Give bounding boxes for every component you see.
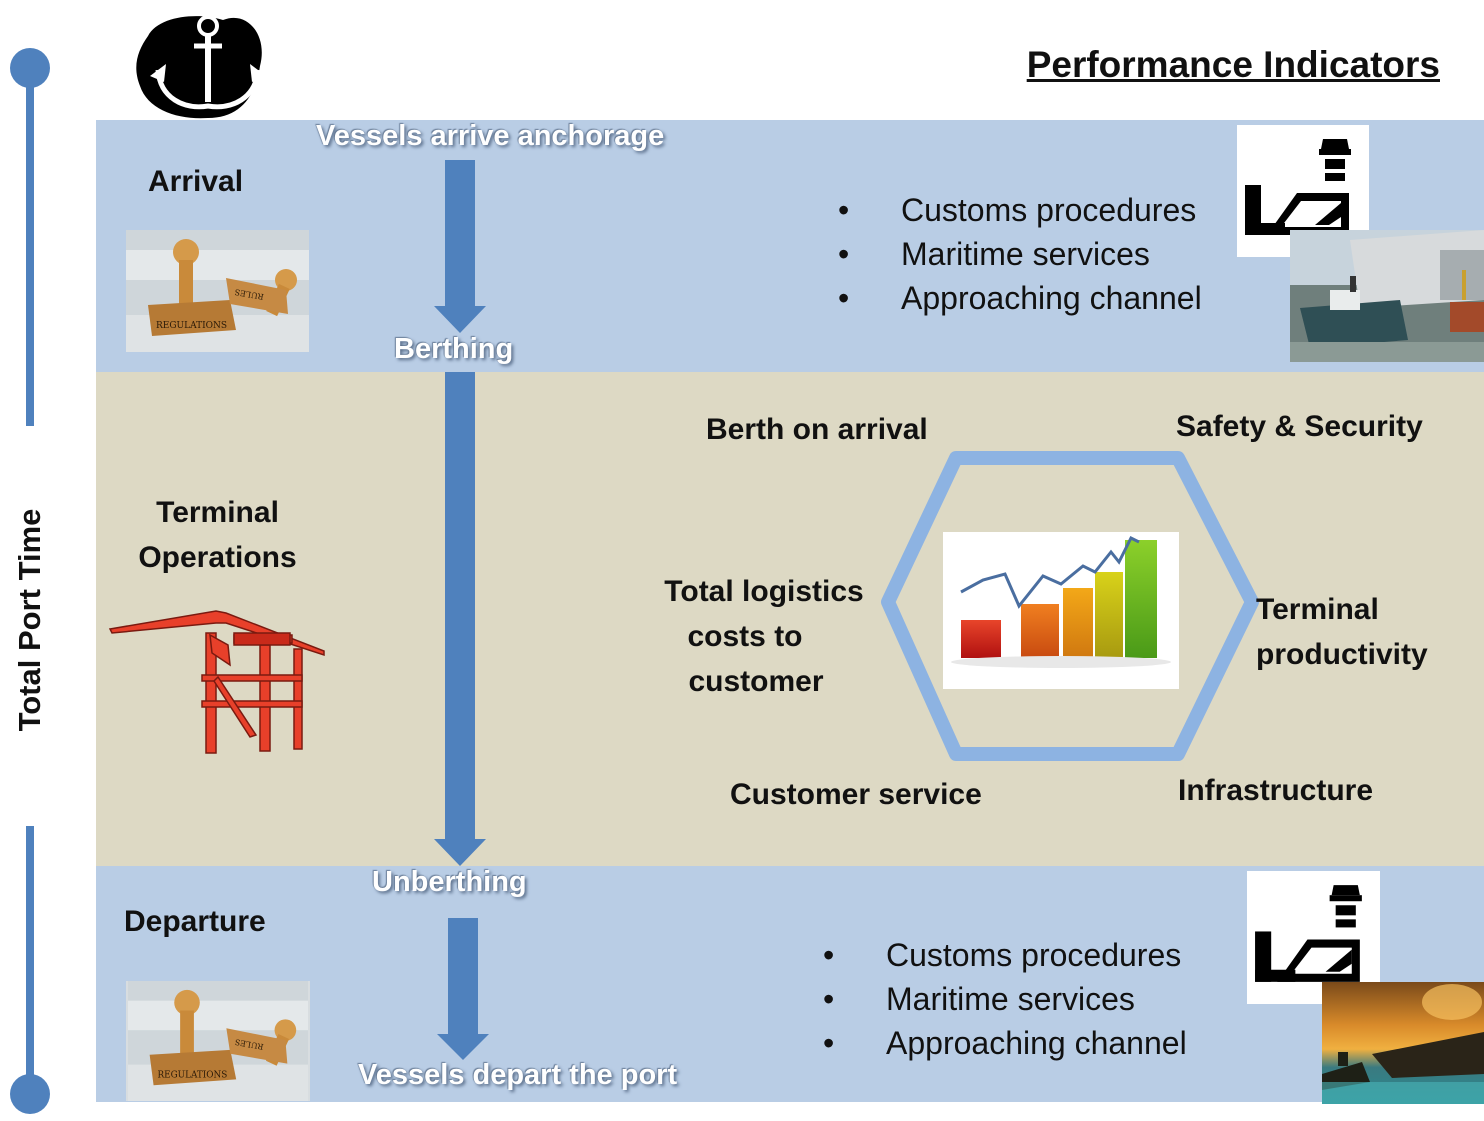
list-item: •Customs procedures	[838, 192, 1197, 228]
departure-label: Departure	[124, 905, 266, 938]
svg-text:REGULATIONS: REGULATIONS	[158, 1070, 228, 1080]
arrive-anchorage-label: Vessels arrive anchorage	[316, 120, 665, 152]
list-item: •Maritime services	[838, 236, 1150, 272]
list-item: •Maritime services	[823, 981, 1135, 1017]
terminal-label: Terminal Operations	[138, 496, 297, 574]
anchor-icon	[128, 6, 268, 122]
indicator-berth-on-arrival: Berth on arrival	[706, 413, 928, 446]
arrival-arrow	[434, 160, 486, 333]
stamps-icon: REGULATIONS RULES	[126, 230, 309, 352]
customs-officer-icon	[1247, 871, 1380, 1004]
list-item: •Approaching channel	[838, 280, 1202, 316]
arrival-label: Arrival	[148, 165, 244, 198]
timeline-line	[10, 48, 50, 1114]
timeline: Total Port Time	[0, 0, 60, 1116]
sunset-ship-photo	[1322, 982, 1484, 1104]
terminal-band	[96, 372, 1484, 866]
unberthing-label: Unberthing	[372, 866, 527, 898]
departure-bullets: •Customs procedures •Maritime services •…	[823, 933, 1187, 1065]
indicator-customer-service: Customer service	[730, 778, 982, 811]
arrival-bullets: •Customs procedures •Maritime services •…	[838, 188, 1202, 320]
ship-photo	[1290, 230, 1484, 362]
page-title: Performance Indicators	[1026, 44, 1440, 85]
terminal-arrow	[434, 372, 486, 866]
list-item: •Customs procedures	[823, 937, 1182, 973]
stamps-icon: REGULATIONS RULES	[126, 981, 310, 1101]
departure-arrow	[437, 918, 489, 1060]
berthing-label: Berthing	[394, 333, 514, 365]
indicator-hexagon	[881, 451, 1259, 761]
indicator-safety-security: Safety & Security	[1176, 410, 1423, 443]
indicator-infrastructure: Infrastructure	[1178, 774, 1374, 807]
indicator-terminal-productivity: Terminal productivity	[1256, 593, 1428, 671]
crane-icon	[106, 605, 330, 755]
depart-port-label: Vessels depart the port	[358, 1059, 678, 1091]
stamp-text: REGULATIONS	[156, 321, 227, 331]
list-item: •Approaching channel	[823, 1025, 1187, 1061]
indicator-total-logistics: Total logistics costs to customer	[664, 575, 864, 698]
growth-chart-icon	[943, 532, 1179, 689]
